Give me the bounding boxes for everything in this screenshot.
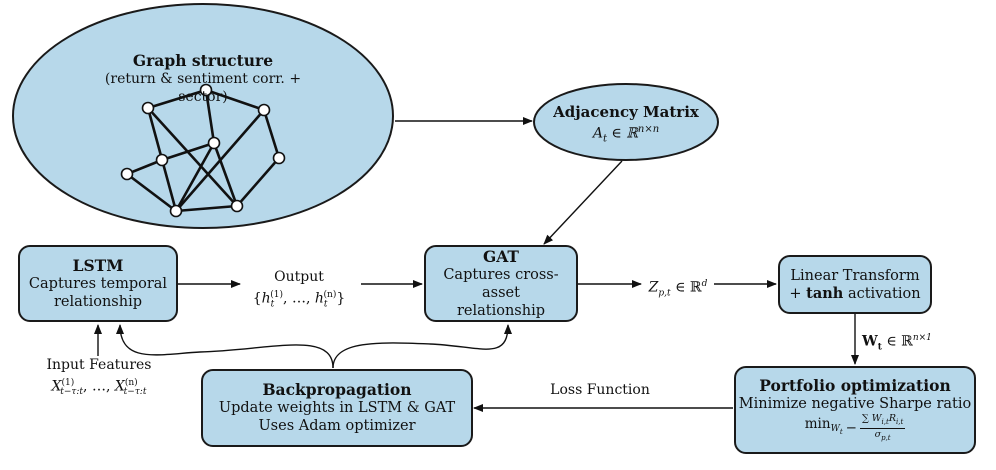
lstm-title: LSTM [72,255,124,275]
arrow-backprop-to-gat [332,324,512,369]
linear-line1: Linear Transform [790,267,920,284]
adjacency-matrix-title: Adjacency Matrix [553,103,699,121]
backprop-title: Backpropagation [262,380,412,399]
graph-structure-subtitle: (return & sentiment corr. + sector) [104,71,302,105]
adjacency-matrix-ellipse [533,83,719,161]
portfolio-line1: Minimize negative Sharpe ratio [738,395,972,412]
linear-transform-box: Linear Transform + tanh activation [778,255,932,314]
lstm-box: LSTM Captures temporal relationship [18,245,178,322]
arrow-adjacency-to-gat [543,160,623,245]
input-features-label: Input Features X(1)t−τ:t, …, X(n)t−τ:t [14,356,184,401]
adjacency-matrix-label: Adjacency Matrix At ∈ ℝn×n [538,103,714,148]
graph-structure-label: Graph structure (return & sentiment corr… [80,52,326,106]
lstm-line2: relationship [53,293,143,310]
graph-nodes [120,83,286,218]
output-set: {ht(1), …, ht(n)} [252,290,346,310]
adjacency-matrix-formula: At ∈ ℝn×n [592,124,660,145]
input-features-title: Input Features [46,357,152,373]
gat-title: GAT [483,246,519,266]
gat-line1: Captures cross-asset [443,266,559,301]
w-label: Wt ∈ ℝn×1 [862,333,932,353]
output-label: Output {ht(1), …, ht(n)} [236,268,362,313]
loss-function-label: Loss Function [550,382,650,398]
graph-network-icon [125,88,281,213]
linear-line2: + tanh activation [789,284,921,302]
input-features-set: X(1)t−τ:t, …, X(n)t−τ:t [51,378,147,398]
backprop-line2: Uses Adam optimizer [258,418,416,434]
backprop-line1: Update weights in LSTM & GAT [218,400,456,416]
arrow-backprop-to-lstm [116,324,334,369]
portfolio-title: Portfolio optimization [759,375,951,395]
backpropagation-box: Backpropagation Update weights in LSTM &… [201,369,473,447]
z-label: Zp,t ∈ ℝd [648,279,708,299]
portfolio-formula: minWt − ∑ Wi,tRi,t σp,t [804,412,906,442]
graph-structure-ellipse [12,3,394,229]
portfolio-optimization-box: Portfolio optimization Minimize negative… [734,366,976,454]
lstm-line1: Captures temporal [28,275,168,292]
output-title: Output [274,269,324,285]
gat-box: GAT Captures cross-asset relationship [424,245,578,322]
gat-line2: relationship [456,302,546,319]
graph-structure-title: Graph structure [132,51,274,70]
